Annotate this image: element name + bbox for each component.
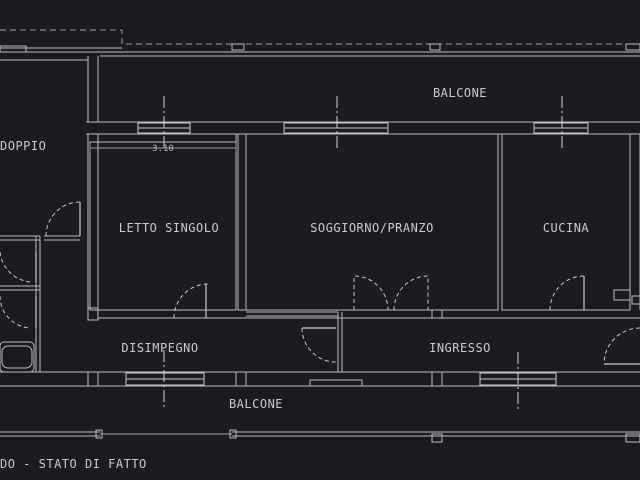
room-label-letto-singolo: LETTO SINGOLO: [119, 221, 219, 235]
room-label-balcone-bottom: BALCONE: [229, 397, 283, 411]
dimension-line: 3.10: [89, 144, 237, 154]
bottom-wall: [0, 371, 640, 387]
left-area: [0, 235, 80, 373]
drawing-caption: DO - STATO DI FATTO: [0, 457, 147, 471]
door-bath-1: [0, 251, 37, 283]
top-wall: [0, 56, 640, 135]
interior-walls: [87, 133, 640, 372]
room-label-ingresso: INGRESSO: [429, 341, 491, 355]
window-axis-marks-bottom: [163, 350, 519, 410]
window-disimpegno: [125, 372, 205, 386]
room-label-disimpegno: DISIMPEGNO: [121, 341, 198, 355]
dimension-label: 3.10: [152, 144, 174, 154]
door-ingresso-right: [603, 327, 640, 365]
room-label-cucina: CUCINA: [543, 221, 590, 235]
door-cucina: [549, 275, 585, 311]
room-label-balcone-top: BALCONE: [433, 86, 487, 100]
door-disimpegno: [301, 327, 337, 363]
window-axis-marks-top: [163, 96, 563, 150]
room-label-doppio: DOPPIO: [0, 139, 46, 153]
window-cucina: [533, 122, 589, 134]
door-doppio: [45, 201, 81, 237]
door-soggiorno-double: [353, 275, 429, 311]
room-label-soggiorno: SOGGIORNO/PRANZO: [310, 221, 434, 235]
door-bath-2: [0, 296, 37, 329]
top-balcony-outline: [0, 29, 640, 57]
window-soggiorno: [283, 122, 389, 134]
bottom-balcony: [0, 429, 640, 443]
door-letto: [173, 283, 209, 319]
